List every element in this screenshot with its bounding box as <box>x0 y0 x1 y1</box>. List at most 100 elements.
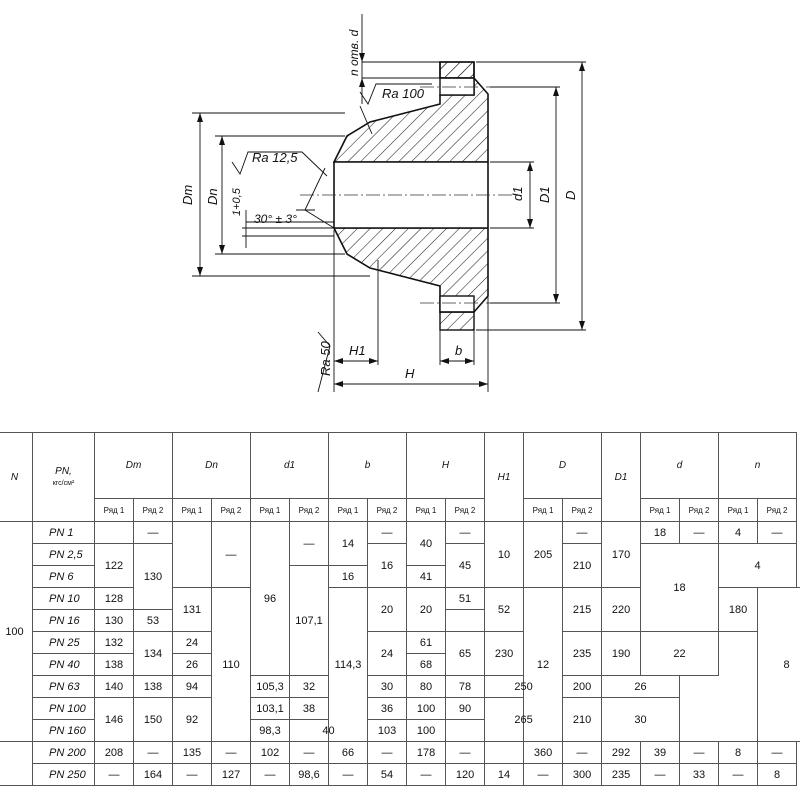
table-cell: 16 <box>367 543 408 588</box>
table-cell: 18 <box>640 521 681 544</box>
table-cell: 52 <box>484 587 525 632</box>
table-cell: 107,1 <box>289 565 330 676</box>
table-cell: 235 <box>562 631 603 676</box>
table-cell: 120 <box>445 763 486 786</box>
flange-dimensions-table: N PN,кгс/см² Dm Dn d1 b H H1 D D1 d n Ря… <box>0 432 800 786</box>
series-1-label: Ряд 1 <box>172 498 212 522</box>
ra125-label: Ra 12,5 <box>252 150 298 165</box>
table-cell: 103 <box>367 719 408 742</box>
table-cell: 33 <box>679 763 720 786</box>
table-cell: — <box>328 763 369 786</box>
table-cell: — <box>289 521 330 566</box>
table-cell: 96 <box>250 521 291 676</box>
table-cell: 170 <box>601 521 642 588</box>
table-cell: 90 <box>445 697 486 720</box>
series-2-label: Ряд 2 <box>445 498 486 522</box>
d1-header: d1 <box>250 432 330 499</box>
table-cell: 98,3 <box>250 719 291 742</box>
table-cell: 30 <box>601 697 681 742</box>
table-cell: 164 <box>133 763 173 786</box>
table-cell: 78 <box>445 675 486 698</box>
table-cell <box>484 741 525 764</box>
table-cell: — <box>562 741 603 764</box>
table-cell: 51 <box>445 587 486 610</box>
table-cell: 265 <box>484 697 564 742</box>
series-1-label: Ряд 1 <box>640 498 681 522</box>
table-cell: 215 <box>562 587 603 632</box>
d-header: d <box>640 432 720 499</box>
table-cell: 292 <box>601 741 642 764</box>
table-cell: — <box>757 741 798 764</box>
table-cell: 54 <box>367 763 408 786</box>
table-cell: — <box>367 741 408 764</box>
pn-cell: PN 40 <box>32 653 95 676</box>
series-2-label: Ряд 2 <box>289 498 330 522</box>
table-cell: — <box>289 741 330 764</box>
series-2-label: Ряд 2 <box>210 498 252 522</box>
table-cell: 8 <box>718 741 759 764</box>
table-cell: — <box>94 763 134 786</box>
table-cell: 8 <box>757 587 800 742</box>
table-cell: 24 <box>367 631 408 676</box>
table-cell: — <box>445 741 486 764</box>
pn-cell: PN 160 <box>32 719 95 742</box>
table-cell: — <box>210 741 252 764</box>
table-cell: 178 <box>406 741 447 764</box>
pn-cell: PN 16 <box>32 609 95 632</box>
table-cell: — <box>445 521 486 544</box>
series-1-label: Ряд 1 <box>94 498 134 522</box>
dn-header: N <box>0 432 33 522</box>
table-cell: 230 <box>484 631 525 676</box>
pn-cell: PN 250 <box>32 763 95 786</box>
table-cell: 180 <box>718 587 759 632</box>
table-cell: 32 <box>289 675 330 698</box>
flange-drawing: n отв. d Ra 100 Ra 12,5 Ra 50 Dm Dn 1+0,… <box>180 14 586 393</box>
table-cell: — <box>679 521 720 544</box>
D-label: D <box>563 191 578 200</box>
table-cell: 130 <box>94 609 134 632</box>
table-cell: 22 <box>640 631 720 676</box>
D-header: D <box>523 432 603 499</box>
pn-cell: PN 10 <box>32 587 95 610</box>
D1-label: D1 <box>537 186 552 203</box>
pn-cell: PN 6 <box>32 565 95 588</box>
table-cell <box>0 741 33 786</box>
tolerance-label: 1+0,5 <box>231 187 243 216</box>
table-cell: 98,6 <box>289 763 330 786</box>
n-holes-label: n отв. d <box>347 29 361 76</box>
pn-header: PN,кгс/см² <box>32 432 95 522</box>
table-cell: 110 <box>210 587 252 742</box>
dn-col-header: Dn <box>171 432 252 499</box>
D1-header: D1 <box>601 432 642 522</box>
table-cell: 40 <box>406 521 447 566</box>
table-cell: 16 <box>328 565 369 588</box>
table-cell: 235 <box>601 763 642 786</box>
table-cell: 220 <box>601 587 642 632</box>
table-cell: 150 <box>133 697 173 742</box>
table-cell: — <box>133 741 173 764</box>
table-cell: 138 <box>94 653 134 676</box>
table-cell <box>94 521 134 544</box>
table-cell: 208 <box>94 741 134 764</box>
H-label: H <box>405 366 415 381</box>
table-cell: 210 <box>562 697 603 742</box>
table-cell: 41 <box>406 565 447 588</box>
table-cell: 26 <box>172 653 212 676</box>
table-cell: 140 <box>94 675 134 698</box>
table-cell: 200 <box>562 675 603 698</box>
H1-label: H1 <box>349 343 366 358</box>
b-label: b <box>455 343 462 358</box>
table-cell: 80 <box>406 675 447 698</box>
table-cell: 205 <box>523 521 564 588</box>
ra50-label: Ra 50 <box>318 341 333 376</box>
pn-cell: PN 100 <box>32 697 95 720</box>
table-cell: 138 <box>133 675 173 698</box>
table-cell: — <box>523 763 564 786</box>
pn-cell: PN 63 <box>32 675 95 698</box>
table-cell: — <box>718 763 759 786</box>
table-cell: 190 <box>601 631 642 676</box>
table-cell: 53 <box>133 609 173 632</box>
